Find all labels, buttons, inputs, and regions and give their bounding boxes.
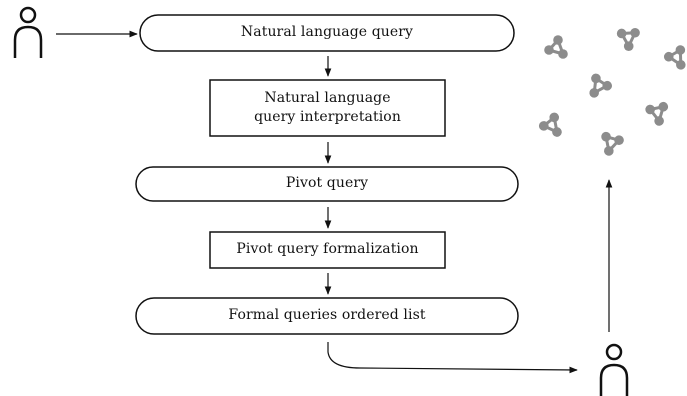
graph-icon bbox=[645, 101, 669, 126]
pivot-query-node bbox=[135, 166, 519, 202]
graph-icon bbox=[544, 35, 568, 59]
graph-icon bbox=[601, 131, 624, 156]
nl-query-node bbox=[139, 14, 515, 52]
graph-icon bbox=[616, 27, 640, 51]
user-icon bbox=[13, 6, 43, 58]
user-icon bbox=[599, 343, 629, 396]
knowledge-graph-cloud bbox=[538, 27, 686, 156]
pivot-formal-node bbox=[209, 231, 446, 269]
graph-icon bbox=[538, 112, 562, 137]
nl-interp-node bbox=[209, 79, 446, 137]
nl-query-label: Natural language query bbox=[240, 24, 414, 40]
graph-icon bbox=[589, 73, 613, 98]
formal-list-label: Formal queries ordered list bbox=[228, 307, 426, 323]
output-arrow bbox=[327, 342, 578, 374]
pivot-query-label: Pivot query bbox=[285, 175, 369, 191]
nl-interp-label-line2: query interpretation bbox=[254, 109, 401, 125]
graph-icon bbox=[663, 45, 686, 70]
pivot-formal-label: Pivot query formalization bbox=[236, 241, 419, 257]
formal-list-node bbox=[135, 297, 519, 335]
nl-interp-label-line1: Natural language bbox=[264, 90, 391, 106]
